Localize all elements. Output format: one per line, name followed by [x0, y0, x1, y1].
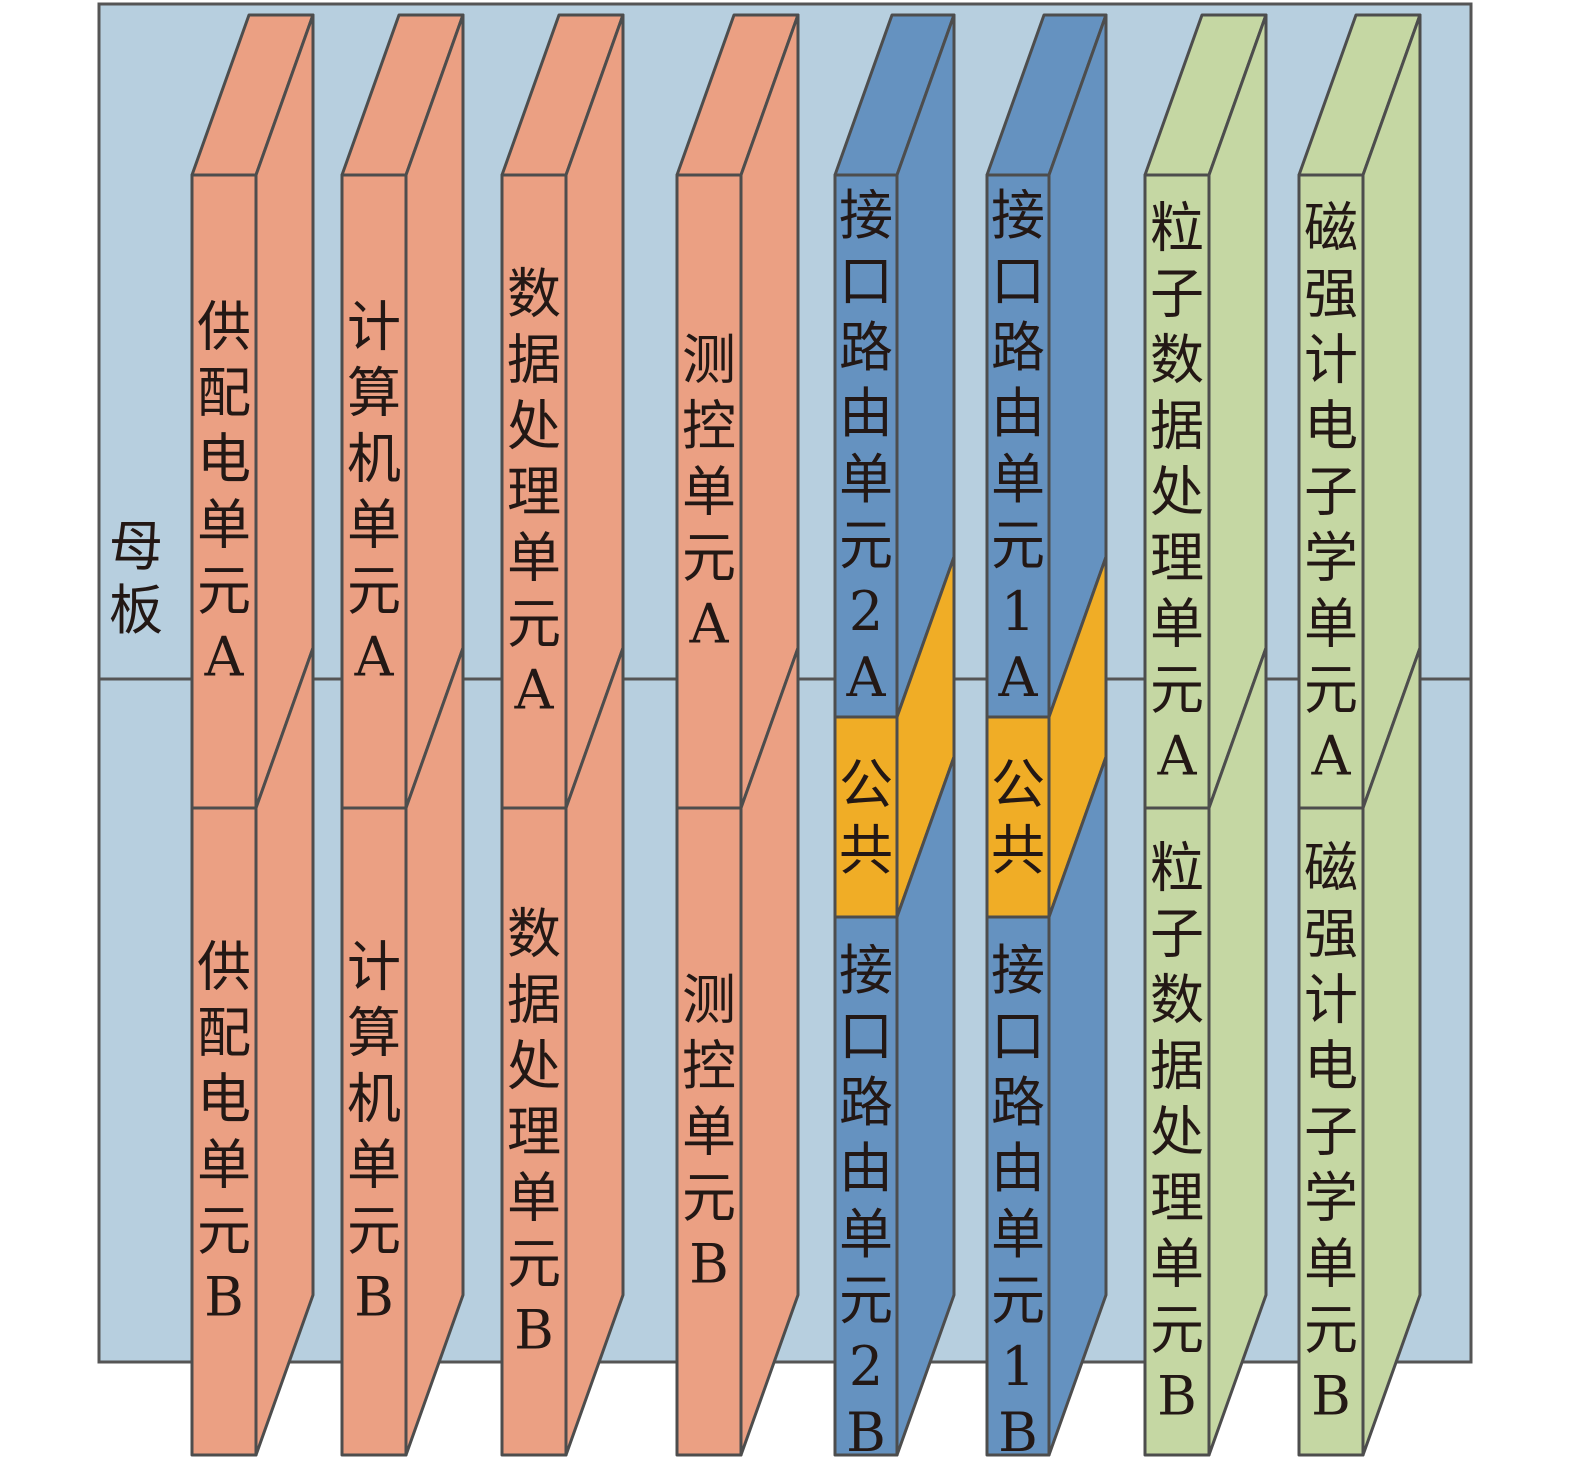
motherboard-label: 母板 [109, 515, 163, 642]
module-lower-front [1143, 806, 1211, 1457]
module-lower-front [675, 806, 743, 1457]
module-lower-front [985, 915, 1051, 1457]
common-front [985, 715, 1051, 919]
module-upper-front [340, 173, 408, 810]
module-lower-front [340, 806, 408, 1457]
common-front [833, 715, 899, 919]
module-upper-front [190, 173, 258, 810]
module-lower-front [500, 806, 568, 1457]
common-label: 公共 [991, 753, 1045, 882]
module-lower-front [190, 806, 258, 1457]
module-lower-front [833, 915, 899, 1457]
module-lower-front [1297, 806, 1365, 1457]
common-label: 公共 [839, 753, 893, 882]
